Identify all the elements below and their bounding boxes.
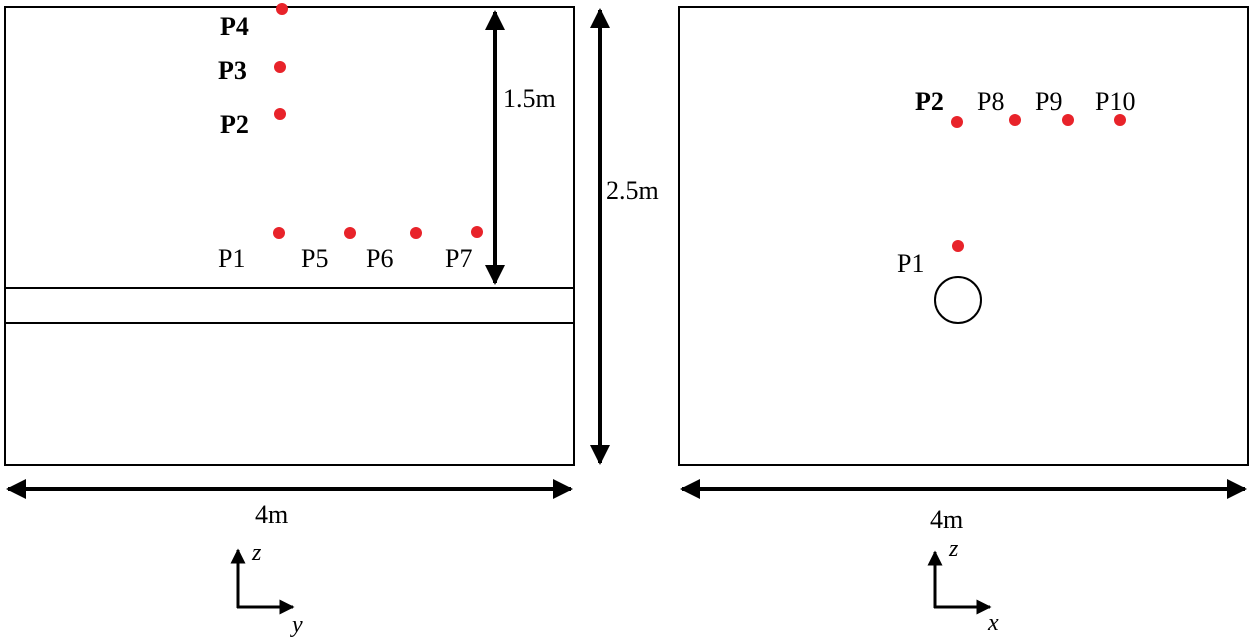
left-view: P4 P3 P2 P1 P5 P6 P7 1.5m 4m z y	[4, 3, 575, 638]
left-axis-vertical-label: z	[251, 540, 262, 566]
left-width-dimension-label: 4m	[255, 500, 288, 529]
left-probe-p2-marker	[274, 108, 286, 120]
left-probe-p4-label: P4	[220, 12, 249, 41]
right-probe-p8-label: P8	[977, 87, 1004, 116]
right-axes-indicator: z x	[927, 536, 999, 636]
total-height-dimension-label: 2.5m	[606, 176, 659, 205]
left-height-dimension-label: 1.5m	[503, 84, 556, 113]
left-probe-p7-label: P7	[445, 244, 472, 273]
right-probe-p10-marker	[1114, 114, 1126, 126]
left-probe-p3-label: P3	[218, 56, 247, 85]
left-probe-p5-label: P5	[301, 244, 328, 273]
right-view: P2 P8 P9 P10 P1 4m z x	[678, 6, 1249, 636]
right-tank-outline	[678, 6, 1249, 466]
left-axes-indicator: z y	[230, 540, 303, 638]
left-probe-p6-label: P6	[366, 244, 393, 273]
left-tank-outline	[4, 6, 575, 466]
left-axis-horizontal-label: y	[290, 612, 303, 638]
left-probe-p2-label: P2	[220, 110, 249, 139]
left-probe-p5-marker	[344, 227, 356, 239]
left-probe-p3-marker	[274, 61, 286, 73]
right-probe-p9-marker	[1062, 114, 1074, 126]
left-probe-p1-label: P1	[218, 244, 245, 273]
left-probe-p6-marker	[410, 227, 422, 239]
right-probe-p10-label: P10	[1095, 87, 1135, 116]
left-probe-p4-marker	[276, 3, 288, 15]
right-probe-p2-label: P2	[915, 87, 944, 116]
right-probe-p2-marker	[951, 116, 963, 128]
right-probe-p9-label: P9	[1035, 87, 1062, 116]
right-probe-p1-marker	[952, 240, 964, 252]
right-width-dimension-label: 4m	[930, 505, 963, 534]
left-probe-p7-marker	[471, 226, 483, 238]
right-pipe-circle	[934, 276, 982, 324]
left-probe-p1-marker	[273, 227, 285, 239]
right-probe-p1-label: P1	[897, 249, 924, 278]
right-probe-p8-marker	[1009, 114, 1021, 126]
right-axis-vertical-label: z	[948, 536, 959, 562]
right-axis-horizontal-label: x	[987, 610, 999, 636]
